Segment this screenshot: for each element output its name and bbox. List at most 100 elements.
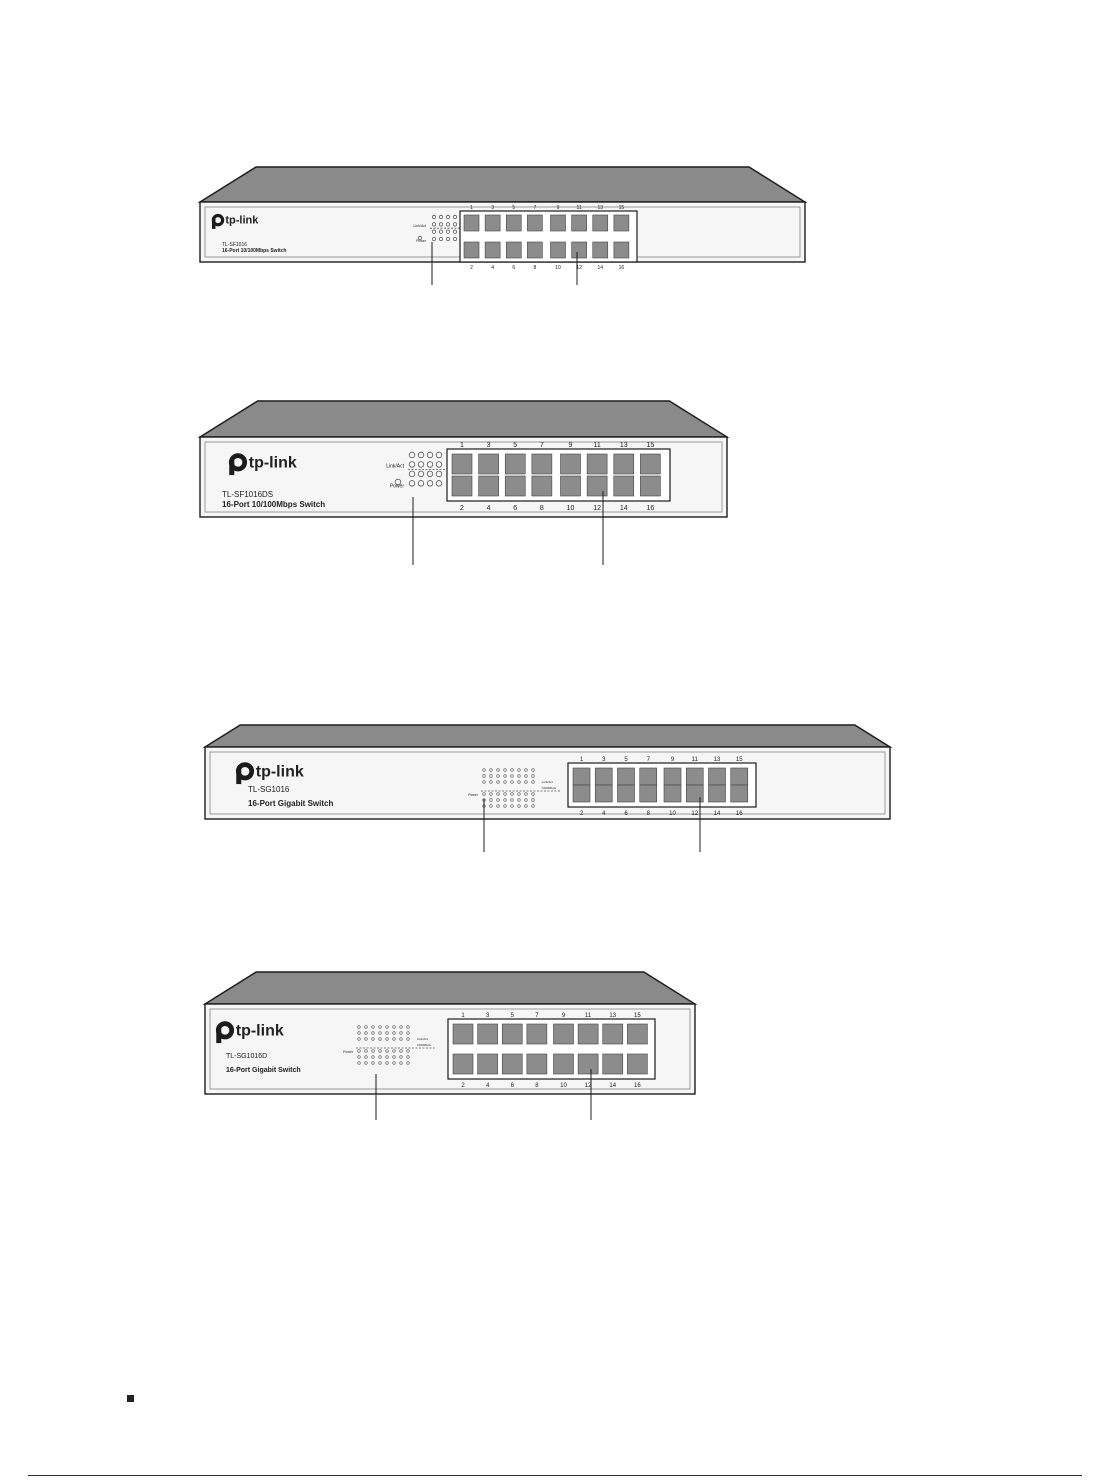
port-led	[531, 768, 535, 772]
bullet-marker	[127, 1395, 134, 1402]
port-led	[510, 804, 514, 808]
port-number: 2	[470, 265, 473, 271]
ethernet-port	[505, 241, 522, 259]
port-led	[517, 774, 521, 778]
led-label: Link/Act	[542, 780, 553, 784]
port-led	[431, 236, 437, 242]
ethernet-port	[572, 784, 591, 803]
port-led	[510, 768, 514, 772]
ethernet-port	[594, 784, 613, 803]
port-number: 6	[513, 505, 517, 512]
port-number: 10	[669, 811, 676, 817]
port-led	[399, 1025, 403, 1029]
led-label: Power	[343, 1050, 354, 1054]
port-number: 6	[511, 1083, 515, 1089]
port-number: 7	[535, 1013, 539, 1019]
port-led	[496, 792, 500, 796]
port-led	[517, 792, 521, 796]
port-led	[371, 1025, 375, 1029]
port-number: 16	[619, 265, 625, 271]
port-led	[438, 222, 444, 227]
ethernet-port	[627, 1023, 648, 1045]
port-led	[408, 470, 416, 478]
port-number: 12	[576, 265, 582, 271]
port-led	[510, 780, 514, 784]
port-led	[452, 214, 458, 220]
port-led	[524, 804, 528, 808]
model-name: TL-SG1016	[248, 785, 290, 794]
port-led	[408, 461, 416, 468]
ethernet-port	[639, 767, 658, 786]
ethernet-port	[501, 1053, 523, 1075]
port-led	[503, 768, 507, 772]
port-number: 8	[533, 265, 536, 271]
port-led	[357, 1049, 361, 1053]
ethernet-port	[571, 241, 587, 259]
port-led	[438, 236, 444, 242]
port-led	[417, 480, 425, 487]
port-number: 11	[692, 757, 699, 763]
port-led	[524, 774, 528, 778]
port-led	[392, 1049, 396, 1053]
port-led	[364, 1049, 368, 1053]
port-led	[399, 1061, 403, 1065]
port-led	[489, 774, 493, 778]
port-number: 3	[491, 205, 494, 211]
ethernet-port	[478, 453, 499, 475]
port-led	[503, 798, 507, 802]
port-led	[371, 1061, 375, 1065]
port-number: 14	[597, 265, 603, 271]
ethernet-port	[592, 214, 609, 232]
port-led	[531, 774, 535, 778]
port-led	[503, 792, 507, 796]
ethernet-port	[527, 241, 543, 259]
port-led	[452, 236, 458, 242]
port-led	[503, 804, 507, 808]
port-number: 2	[580, 811, 584, 817]
port-number: 14	[620, 505, 628, 512]
ethernet-port	[560, 453, 581, 475]
port-led	[531, 792, 535, 796]
port-led	[392, 1031, 396, 1035]
port-led	[385, 1055, 389, 1059]
port-led	[489, 804, 493, 808]
ethernet-port	[553, 1023, 574, 1045]
port-led	[445, 229, 451, 234]
ethernet-port	[685, 784, 704, 803]
port-number: 4	[491, 265, 494, 271]
port-led	[517, 804, 521, 808]
port-led	[426, 470, 434, 478]
port-led	[417, 470, 425, 478]
port-led	[482, 780, 486, 784]
port-led	[489, 792, 493, 796]
ethernet-port	[477, 1053, 498, 1075]
port-led	[496, 774, 500, 778]
brand-logo-text: tp-link	[225, 215, 259, 227]
port-led	[517, 780, 521, 784]
port-number: 11	[593, 442, 600, 449]
port-led	[364, 1055, 368, 1059]
port-number: 1	[460, 442, 464, 449]
ethernet-port	[571, 214, 587, 232]
ethernet-port	[531, 475, 553, 497]
port-led	[357, 1037, 361, 1041]
ethernet-port	[526, 1053, 548, 1075]
port-led	[482, 768, 486, 772]
tp-link-logo-icon	[215, 1021, 235, 1044]
led-label: 1000Mbps	[417, 1043, 432, 1047]
model-description: 16-Port Gigabit Switch	[226, 1067, 301, 1074]
port-number: 5	[624, 757, 628, 763]
power-led	[417, 235, 423, 241]
port-led	[482, 774, 486, 778]
ethernet-port	[617, 767, 635, 786]
port-led	[364, 1025, 368, 1029]
port-led	[503, 774, 507, 778]
port-number: 2	[461, 1083, 465, 1089]
port-number: 13	[620, 442, 628, 449]
port-led	[496, 768, 500, 772]
ethernet-port	[708, 767, 726, 786]
ethernet-port	[452, 1053, 474, 1075]
port-led	[445, 236, 451, 242]
ethernet-port	[613, 475, 635, 497]
port-led	[408, 451, 416, 459]
